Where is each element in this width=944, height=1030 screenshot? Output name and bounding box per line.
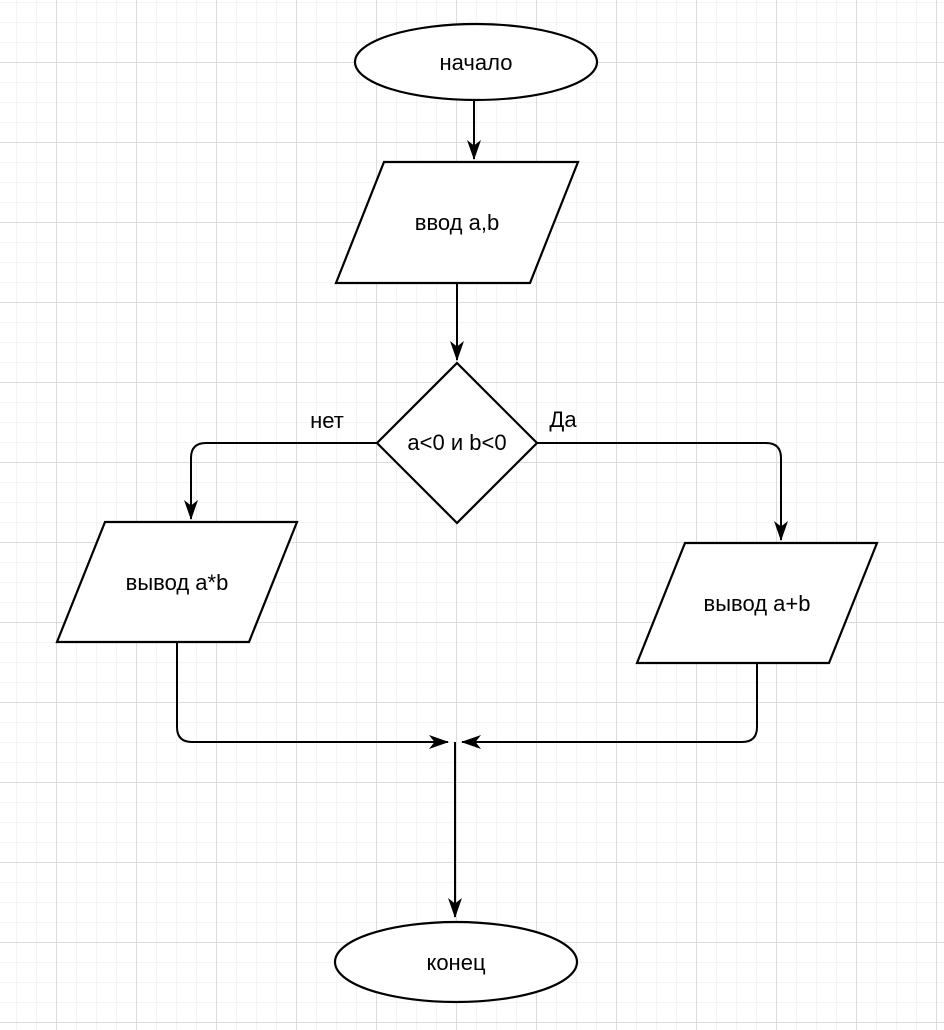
node-output-multiply-label: вывод a*b (126, 570, 229, 595)
edge-decision-no-branch (184, 442, 377, 520)
edge-output-sum-to-merge (461, 664, 758, 749)
node-end-ellipse[interactable] (333, 920, 579, 1004)
node-start-label: начало (440, 50, 513, 75)
node-output-multiply-parallelogram[interactable] (55, 520, 299, 644)
node-end-label: конец (426, 950, 485, 975)
node-decision-diamond[interactable] (375, 361, 539, 525)
labels: начало ввод a,b a<0 и b<0 нет Да вывод a… (126, 50, 811, 975)
edges (176, 101, 788, 918)
node-decision-label: a<0 и b<0 (407, 430, 506, 455)
node-output-sum-label: вывод a+b (704, 591, 811, 616)
node-start-ellipse[interactable] (353, 22, 599, 102)
edge-decision-yes-branch (537, 442, 788, 541)
node-input-label: ввод a,b (415, 210, 499, 235)
edge-output-multiply-to-merge (176, 643, 449, 749)
edge-label-no: нет (310, 408, 344, 433)
node-input-parallelogram[interactable] (334, 160, 580, 285)
node-output-sum-parallelogram[interactable] (635, 541, 879, 665)
edge-label-yes: Да (549, 407, 577, 432)
nodes (55, 22, 879, 1004)
